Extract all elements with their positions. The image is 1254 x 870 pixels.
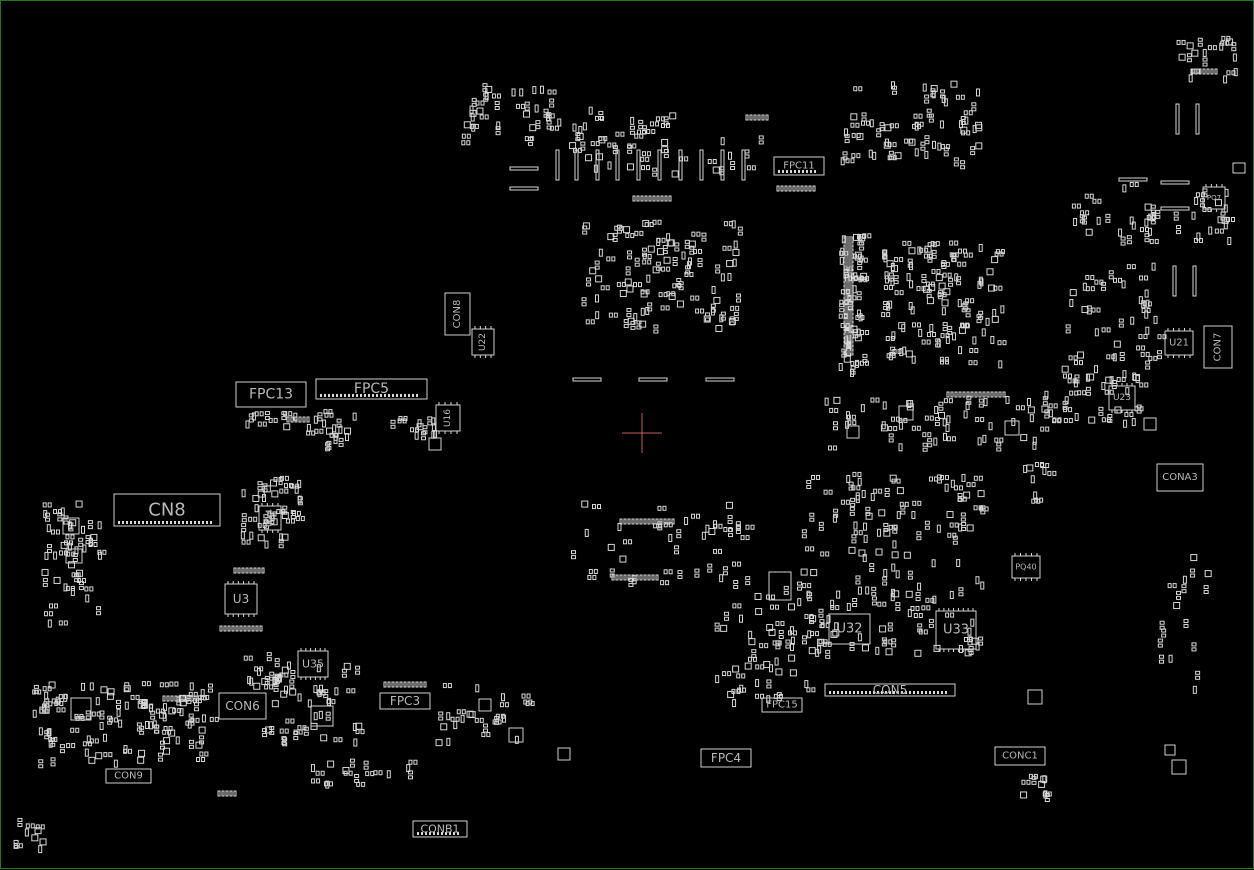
component-fpc13[interactable]: FPC13 [235, 381, 307, 408]
component-label: U32 [836, 622, 862, 637]
component-fpc4[interactable]: FPC4 [700, 748, 752, 768]
component-label: U22 [478, 333, 488, 351]
component-label: U23 [1113, 393, 1131, 403]
component-label: U35 [302, 658, 324, 671]
component-label: U21 [1169, 338, 1189, 349]
component-u33[interactable]: U33 [935, 608, 977, 652]
component-conb1[interactable]: CONB1 [412, 820, 468, 838]
component-fpc11[interactable]: FPC11 [773, 156, 825, 176]
component-label: U3 [233, 592, 249, 606]
component-label: CON6 [225, 699, 259, 713]
component-fpc3[interactable]: FPC3 [379, 692, 431, 710]
component-label: FPC5 [354, 381, 389, 397]
pad-field [13, 35, 1246, 854]
component-u32[interactable]: U32 [828, 613, 871, 645]
component-con5[interactable]: CON5 [824, 683, 956, 697]
component-label: U33 [943, 623, 969, 638]
component-label: U14 [265, 509, 275, 527]
component-label: PQ40 [1015, 563, 1036, 572]
component-u16[interactable]: U16 [435, 402, 461, 434]
component-label: FPC4 [711, 751, 741, 765]
component-label: CONA3 [1162, 472, 1198, 483]
component-u23[interactable]: U23 [1108, 383, 1136, 413]
component-conc1[interactable]: CONC1 [994, 746, 1046, 766]
component-u35[interactable]: U35 [297, 648, 329, 680]
component-label: CON9 [114, 771, 143, 782]
component-label: FPC13 [249, 387, 293, 403]
component-cona3[interactable]: CONA3 [1156, 463, 1204, 492]
component-label: CON7 [1213, 333, 1224, 362]
component-u14[interactable]: U14 [258, 503, 282, 533]
component-label: CON5 [873, 683, 907, 697]
component-fpc5[interactable]: FPC5 [315, 378, 428, 400]
component-label: U16 [443, 409, 453, 427]
component-u22[interactable]: U22 [471, 326, 495, 358]
component-con6[interactable]: CON6 [218, 692, 267, 720]
component-label: CONB1 [420, 823, 459, 836]
component-cn8[interactable]: CN8 [113, 493, 221, 527]
component-con7[interactable]: CON7 [1203, 325, 1233, 369]
component-label: FPC11 [783, 161, 815, 172]
component-con8[interactable]: CON8 [444, 292, 471, 336]
crosshair-cursor [622, 413, 662, 453]
component-label: CONC1 [1002, 751, 1038, 762]
component-pq7[interactable]: PQ7 [1202, 184, 1226, 212]
component-u21[interactable]: U21 [1164, 328, 1194, 358]
component-label: FPC3 [390, 694, 420, 708]
component-label: PQ7 [1207, 194, 1221, 202]
component-fpc15[interactable]: FPC15 [761, 697, 803, 713]
component-con9[interactable]: CON9 [105, 768, 152, 784]
component-label: CN8 [148, 500, 186, 521]
component-label: CON8 [452, 300, 463, 329]
component-label: FPC15 [766, 700, 798, 711]
component-u3[interactable]: U3 [224, 581, 258, 617]
component-pq40[interactable]: PQ40 [1011, 553, 1041, 581]
